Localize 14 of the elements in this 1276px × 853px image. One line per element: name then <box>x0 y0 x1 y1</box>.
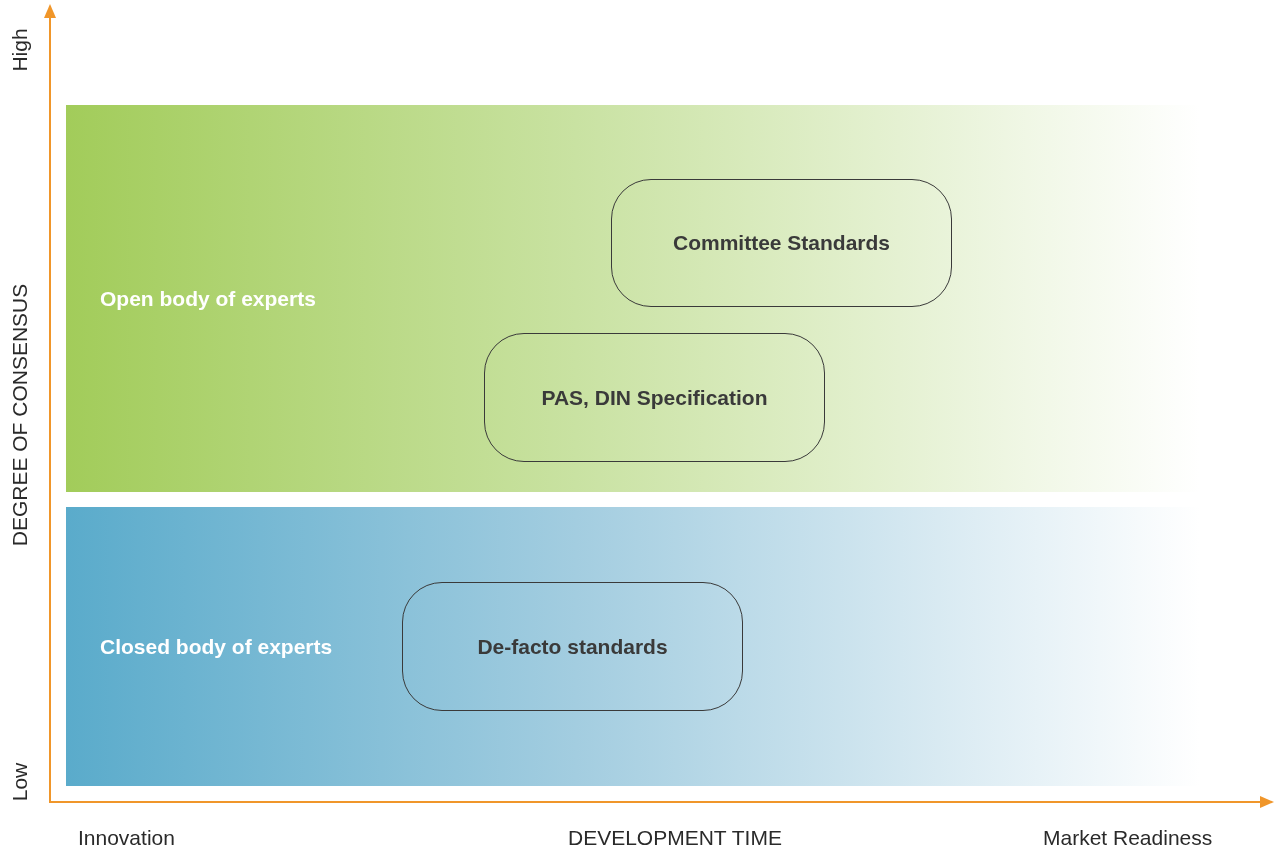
box-label: De-facto standards <box>477 633 668 660</box>
standard-type-box <box>611 179 952 307</box>
axis-label: DEVELOPMENT TIME <box>568 825 782 851</box>
band-label: Closed body of experts <box>100 633 333 660</box>
band-label: Open body of experts <box>100 285 316 312</box>
axis-label: Market Readiness <box>1043 825 1213 851</box>
axis-label: High <box>7 28 33 72</box>
axis-label: Low <box>7 762 33 802</box>
standard-type-box <box>402 582 743 711</box>
box-label: Committee Standards <box>672 230 890 257</box>
box-label: PAS, DIN Specification <box>541 384 768 411</box>
axis-label: Innovation <box>78 825 175 851</box>
axis-label: DEGREE OF CONSENSUS <box>7 283 33 547</box>
standard-type-box <box>484 333 825 462</box>
